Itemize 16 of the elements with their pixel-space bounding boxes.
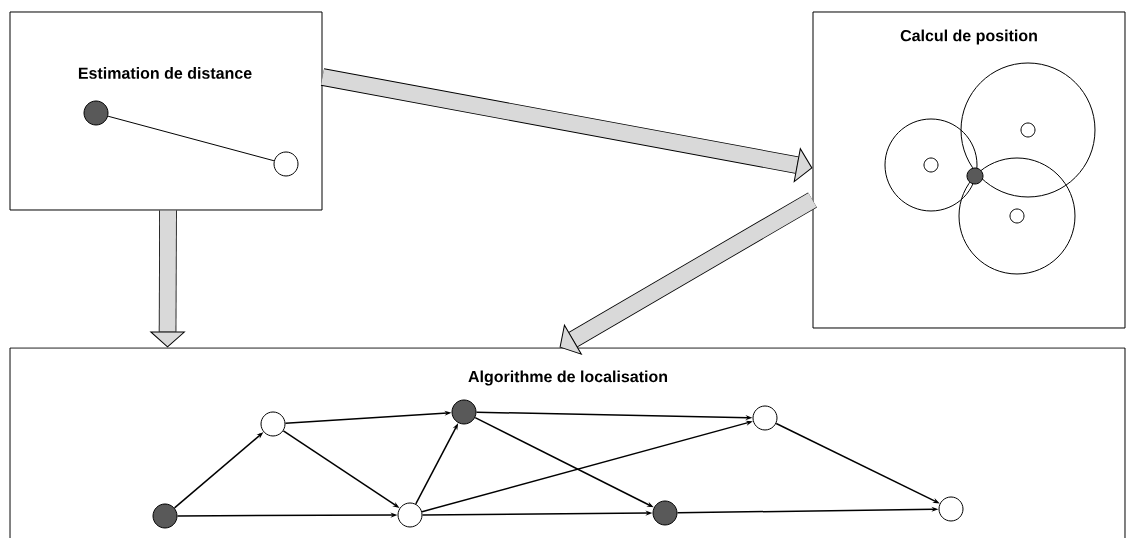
- line: [107, 115, 275, 162]
- node-circle: [752, 405, 778, 431]
- node-circle: [397, 502, 423, 528]
- panel-box: Estimation de distance: [9, 11, 323, 211]
- node-circle: [273, 151, 299, 177]
- block-arrow: [150, 210, 185, 348]
- node-circle: [260, 411, 286, 437]
- node-circle: [451, 399, 477, 425]
- node-circle: [938, 496, 964, 522]
- node-circle: [152, 503, 178, 529]
- node-circle: [652, 500, 678, 526]
- panel-box: Calcul de position: [812, 11, 1126, 329]
- block-arrow: [559, 192, 817, 355]
- block-arrow: [320, 68, 813, 183]
- panel-box: Algorithme de localisation: [9, 347, 1126, 538]
- node-circle: [83, 100, 109, 126]
